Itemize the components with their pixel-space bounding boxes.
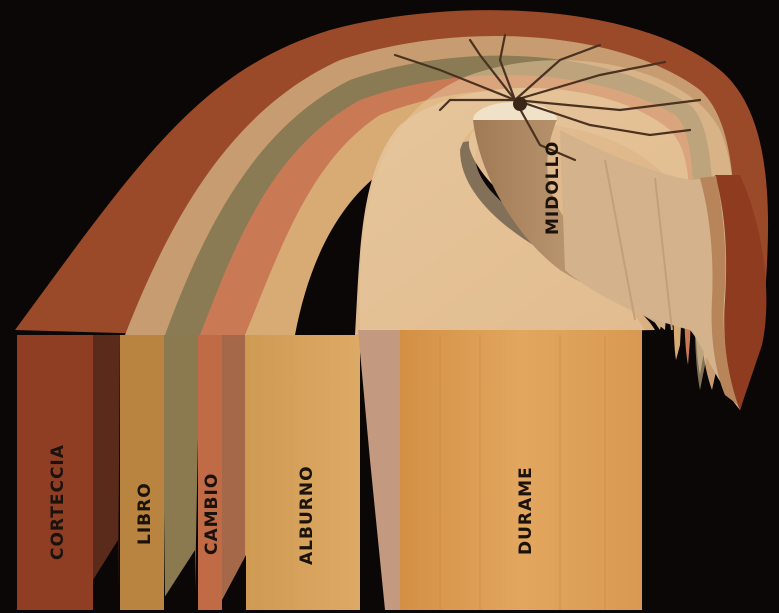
libro-block-front — [120, 335, 164, 610]
label-cambio: CAMBIO — [202, 473, 222, 555]
label-libro: LIBRO — [135, 482, 155, 545]
crack-center — [513, 97, 527, 111]
label-midollo: MIDOLLO — [543, 141, 563, 235]
label-alburno: ALBURNO — [297, 465, 317, 565]
cambio-block-front — [198, 335, 222, 610]
label-corteccia: CORTECCIA — [48, 444, 68, 560]
label-durame: DURAME — [516, 466, 536, 555]
